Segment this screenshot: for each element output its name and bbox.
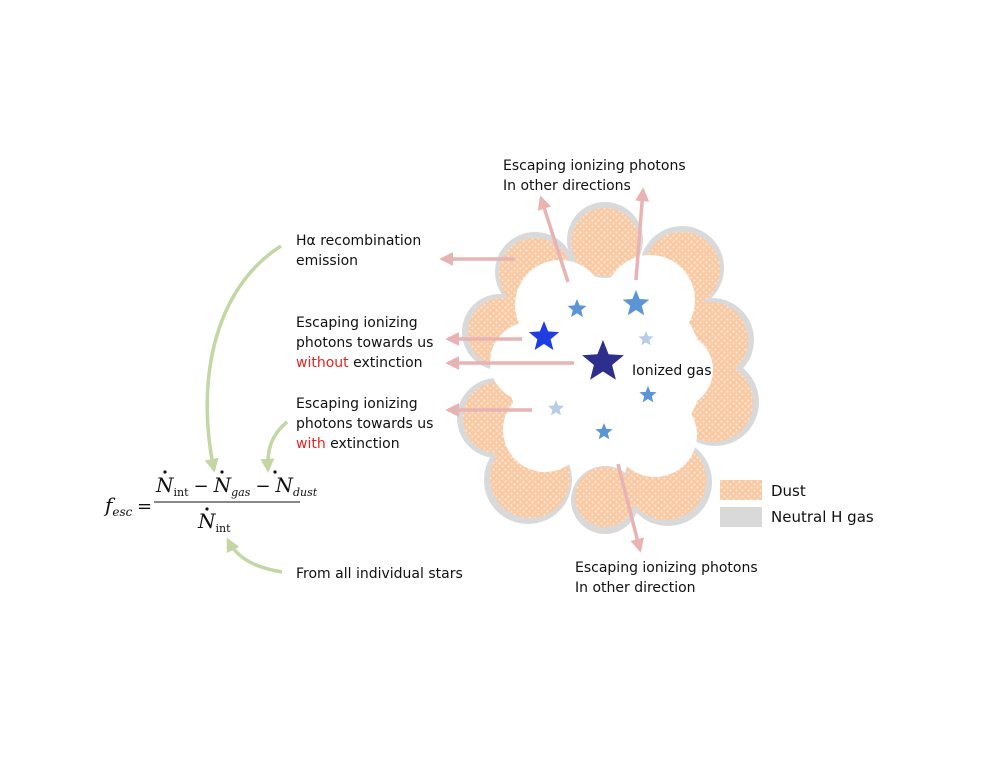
star-icon <box>582 340 624 380</box>
bottom-escape-label: Escaping ionizing photons In other direc… <box>575 560 762 596</box>
formula-arrows <box>204 244 289 574</box>
arrow-up-left <box>537 195 570 283</box>
star-icon <box>639 386 657 403</box>
star-icon <box>638 331 654 346</box>
legend-gas-label: Neutral H gas <box>771 508 874 526</box>
formula-dot-denominator <box>205 507 209 511</box>
stars-source-label: From all individual stars <box>296 566 463 582</box>
legend-dust-swatch <box>720 480 762 500</box>
legend: Dust Neutral H gas <box>720 480 874 527</box>
formula-dots <box>163 470 277 474</box>
arrow-halpha-to-ngas <box>204 244 282 473</box>
no-extinction-label: Escaping ionizing photons towards us wit… <box>296 315 438 371</box>
ionized-gas-label: Ionized gas <box>632 363 712 379</box>
formula-lhs: fesc <box>103 493 133 519</box>
legend-dust-label: Dust <box>771 482 806 500</box>
with-highlight: with <box>296 436 326 452</box>
arrow-up-right <box>634 187 650 281</box>
arrow-down <box>616 463 645 553</box>
arrow-ext-to-ndust <box>260 420 289 473</box>
star-icon <box>528 321 560 350</box>
star-icon <box>547 400 565 416</box>
star-icon <box>567 299 587 318</box>
escape-arrows <box>439 187 650 553</box>
top-escape-label: Escaping ionizing photons In other direc… <box>503 158 690 194</box>
formula-denominator: Nint <box>197 509 231 535</box>
halpha-label: Hα recombination emission <box>296 233 426 269</box>
escape-fraction-formula: fesc = Nint−Ngas−Ndust Nint <box>103 470 318 535</box>
with-extinction-label: Escaping ionizing photons towards us wit… <box>296 396 438 452</box>
formula-equals: = <box>137 496 152 517</box>
star-icon <box>595 423 613 440</box>
stars <box>528 290 657 440</box>
without-highlight: without <box>296 355 349 371</box>
formula-numerator: Nint−Ngas−Ndust <box>155 473 318 499</box>
star-icon <box>622 290 650 316</box>
arrow-stars-to-nint <box>226 537 283 574</box>
legend-gas-swatch <box>720 507 762 527</box>
